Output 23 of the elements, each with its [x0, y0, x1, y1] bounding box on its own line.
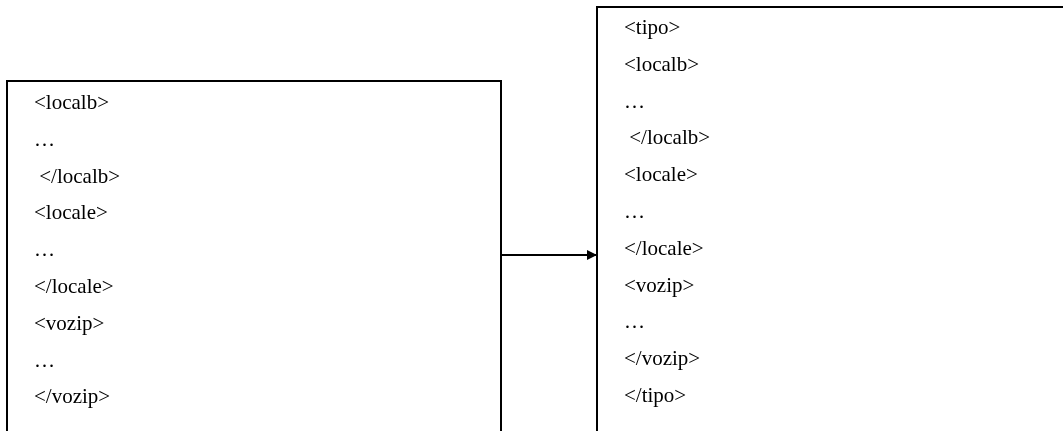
code-line: … [34, 237, 55, 262]
arrow [501, 250, 598, 260]
code-line: </vozip> [624, 346, 701, 371]
code-box [6, 80, 502, 431]
code-line: … [624, 88, 645, 113]
code-line: </locale> [34, 274, 114, 298]
code-line: <locale> [624, 162, 698, 187]
code-line: <localb> [34, 90, 109, 114]
code-line: … [624, 309, 645, 334]
code-line: … [624, 199, 645, 223]
code-line: </vozip> [34, 384, 111, 409]
code-line: <locale> [34, 200, 108, 225]
code-line: … [34, 347, 55, 372]
code-line: </tipo> [624, 383, 687, 407]
code-line: </localb> [38, 163, 121, 188]
code-line: </locale> [624, 235, 704, 260]
code-line: <vozip> [34, 310, 105, 335]
code-line: … [34, 126, 55, 151]
code-line: <tipo> [624, 15, 681, 39]
code-line: <localb> [624, 51, 699, 76]
code-line: </localb> [628, 125, 711, 150]
code-box [596, 6, 1063, 431]
code-line: <vozip> [624, 272, 695, 297]
